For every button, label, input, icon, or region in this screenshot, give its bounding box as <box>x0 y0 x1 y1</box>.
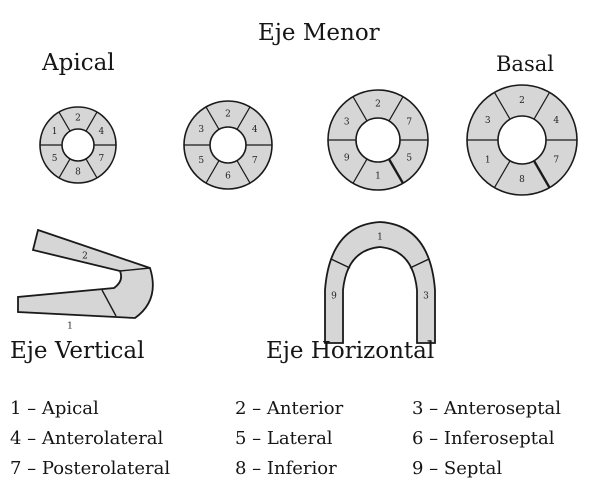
ring-segment-label: 4 <box>252 125 258 135</box>
ring-segment-label: 7 <box>406 118 412 128</box>
horizontal-slice-label-1: 9 <box>331 292 337 302</box>
ring-segment-label: 5 <box>198 156 204 166</box>
ring-segment-label: 1 <box>485 155 491 165</box>
legend-item-1: 1 – Apical <box>10 400 99 418</box>
legend-item-8: 8 – Inferior <box>235 460 337 478</box>
ring-segment-label: 2 <box>225 110 231 120</box>
legend-item-3: 3 – Anteroseptal <box>412 400 561 418</box>
ring-segment-label: 6 <box>225 172 231 182</box>
horizontal-slice-label-0: 1 <box>377 233 383 243</box>
legend-item-6: 6 – Inferoseptal <box>412 430 555 448</box>
ring-inner <box>356 118 400 162</box>
ring-segment-label: 1 <box>375 172 381 182</box>
ring-segment-label: 1 <box>52 127 58 137</box>
ring-segment-label: 7 <box>252 156 258 166</box>
vertical-axis-slice: 2 1 <box>18 230 153 332</box>
vertical-slice-label-0: 2 <box>82 252 88 262</box>
ring-mid-apical: 2 4 7 6 5 3 <box>184 101 272 189</box>
ring-inner <box>62 129 94 161</box>
ring-segment-label: 7 <box>553 155 559 165</box>
short-axis-rings: 2 4 7 8 5 1 2 4 7 6 5 3 2 7 5 1 9 3 2 4 7 8 1 3 <box>40 85 577 195</box>
legend-item-2: 2 – Anterior <box>235 400 343 418</box>
ring-segment-label: 2 <box>375 100 381 110</box>
horizontal-axis-slice: 1 9 3 <box>325 222 435 343</box>
ring-segment-label: 4 <box>99 127 105 137</box>
ring-segment-label: 5 <box>406 154 412 164</box>
ring-segment-label: 3 <box>198 125 204 135</box>
ring-segment-label: 3 <box>485 116 491 126</box>
ring-inner <box>210 127 246 163</box>
legend-item-5: 5 – Lateral <box>235 430 333 448</box>
legend-item-7: 7 – Posterolateral <box>10 460 170 478</box>
vertical-slice-label-1: 1 <box>67 322 73 332</box>
short-axis-title: Eje Menor <box>258 22 380 45</box>
ring-segment-label: 5 <box>52 154 58 164</box>
apical-title: Apical <box>42 52 115 75</box>
ring-segment-label: 2 <box>519 96 525 106</box>
legend-item-4: 4 – Anterolateral <box>10 430 163 448</box>
ring-segment-label: 8 <box>75 168 81 178</box>
ring-inner <box>498 116 546 164</box>
ring-segment-label: 4 <box>553 116 559 126</box>
ring-basal: 2 4 7 8 1 3 <box>467 85 577 195</box>
ring-segment-label: 2 <box>75 114 81 124</box>
ring-apical: 2 4 7 8 5 1 <box>40 107 116 183</box>
vertical-slice-body <box>18 230 153 318</box>
ring-segment-label: 7 <box>99 154 105 164</box>
horizontal-axis-title: Eje Horizontal <box>266 340 434 363</box>
basal-title: Basal <box>496 54 554 75</box>
ring-mid-basal: 2 7 5 1 9 3 <box>328 90 428 190</box>
ring-segment-label: 9 <box>344 154 350 164</box>
ring-segment-label: 8 <box>519 175 525 185</box>
legend-item-9: 9 – Septal <box>412 460 502 478</box>
horizontal-slice-label-2: 3 <box>423 292 429 302</box>
vertical-axis-title: Eje Vertical <box>10 340 145 363</box>
ring-segment-label: 3 <box>344 118 350 128</box>
